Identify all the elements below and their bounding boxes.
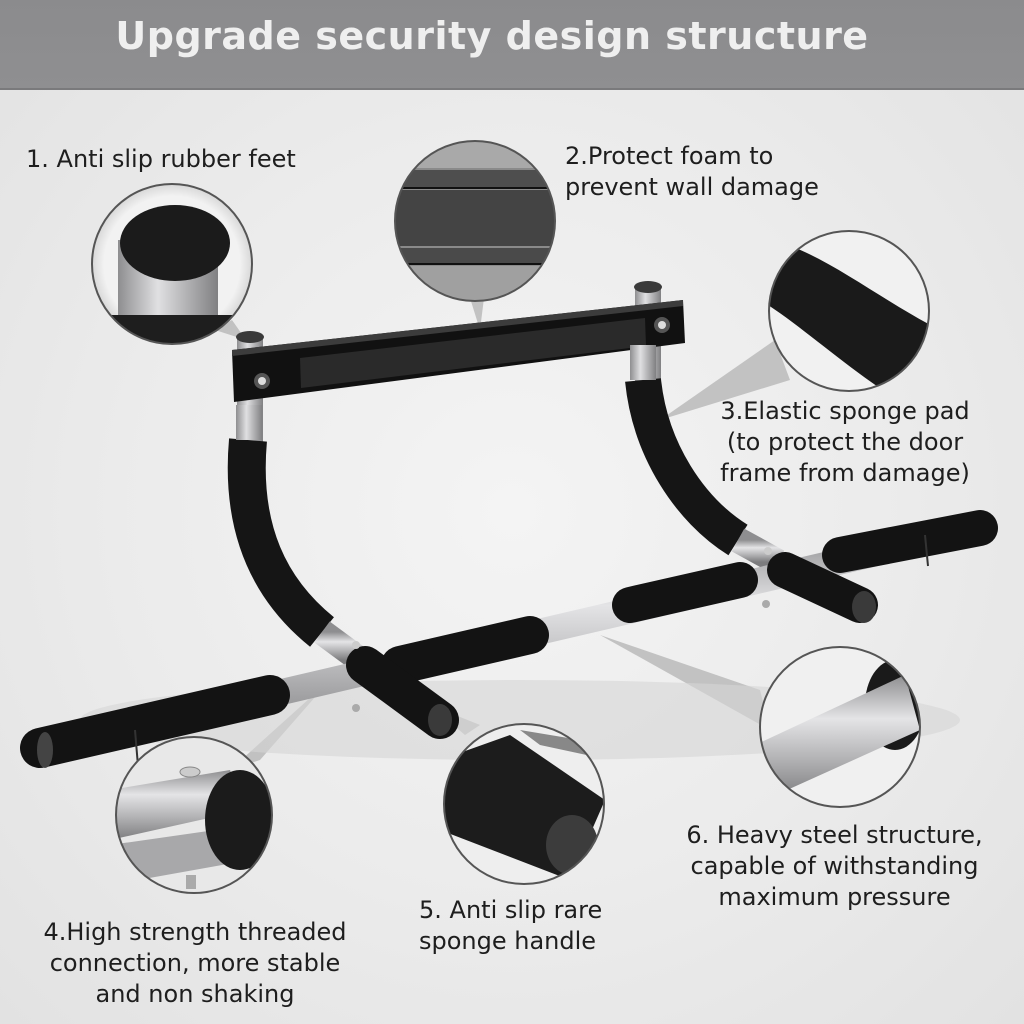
feature-5-line-2: sponge handle [419,927,597,955]
feature-2-label: 2.Protect foam to prevent wall damage [565,141,819,203]
feature-6-label: 6. Heavy steel structure, capable of wit… [662,820,1007,913]
rubber-foot-closeup-icon [91,183,253,345]
sponge-handle-closeup-icon [443,723,605,885]
feature-1-line-1: 1. Anti slip rubber feet [26,145,296,173]
threaded-connection-closeup-icon [115,736,273,894]
feature-6-line-3: maximum pressure [718,883,951,911]
feature-2-line-1: 2.Protect foam to [565,142,774,170]
foam-pad-closeup-icon [394,140,556,302]
feature-5-line-1: 5. Anti slip rare [419,896,603,924]
feature-4-label: 4.High strength threaded connection, mor… [10,917,380,1010]
feature-4-line-1: 4.High strength threaded [43,918,347,946]
feature-1-label: 1. Anti slip rubber feet [26,144,296,175]
feature-3-line-3: frame from damage) [720,459,970,487]
top-bracket [232,300,685,402]
feature-3-line-1: 3.Elastic sponge pad [720,397,970,425]
feature-4-line-3: and non shaking [95,980,295,1008]
right-cross-handle [767,552,878,623]
left-cross-handle [346,646,459,739]
feature-5-label: 5. Anti slip rare sponge handle [419,895,602,957]
main-bar [20,510,998,768]
right-arm-foam [625,377,748,556]
title-banner: Upgrade security design structure [0,0,1024,90]
sponge-pad-closeup-icon [768,230,930,392]
feature-4-line-2: connection, more stable [49,949,341,977]
left-arm-foam [227,438,335,647]
steel-tube-closeup-icon [759,646,921,808]
page-title: Upgrade security design structure [115,14,869,58]
feature-3-label: 3.Elastic sponge pad (to protect the doo… [700,396,990,489]
feature-3-line-2: (to protect the door [726,428,964,456]
feature-6-line-2: capable of withstanding [690,852,979,880]
feature-2-line-2: prevent wall damage [565,173,819,201]
feature-6-line-1: 6. Heavy steel structure, [686,821,983,849]
